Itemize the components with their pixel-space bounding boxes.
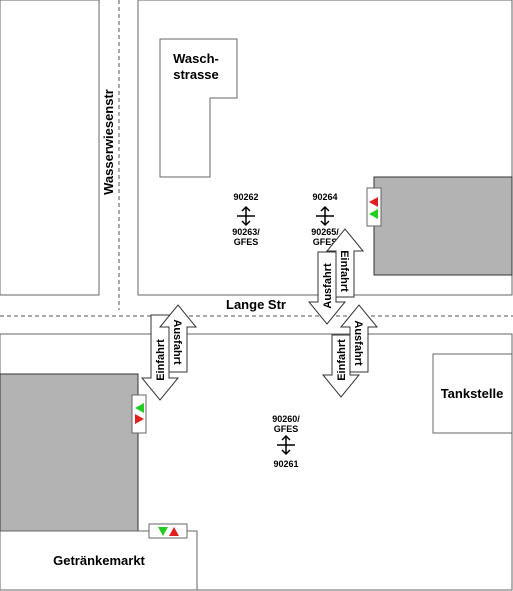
gas-station-label: Tankstelle bbox=[441, 386, 504, 401]
traffic-signal-icon bbox=[366, 187, 382, 227]
exit-arrow-lower-label: Ausfahrt bbox=[352, 320, 364, 366]
sensor-90265-label-line1: 90265/ bbox=[311, 227, 339, 237]
block-top-left bbox=[0, 0, 100, 296]
traffic-signal-icon bbox=[148, 523, 188, 539]
sensor-90263-label-line1: 90263/ bbox=[232, 227, 260, 237]
building-left bbox=[0, 373, 139, 532]
wash-label-line1: Wasch- bbox=[173, 51, 219, 66]
sensor-90263-label-line2: GFES bbox=[234, 237, 259, 247]
beverage-store-label: Getränkemarkt bbox=[53, 553, 145, 568]
exit-arrow-lower bbox=[339, 304, 379, 373]
bidirectional-arrow-icon bbox=[277, 434, 295, 456]
sensor-90260-label-line1: 90260/ bbox=[272, 414, 300, 424]
bidirectional-arrow-icon bbox=[316, 205, 334, 227]
bidirectional-arrow-icon bbox=[237, 205, 255, 227]
sensor-90260-label-line2: GFES bbox=[274, 424, 299, 434]
wash-building bbox=[159, 38, 238, 178]
sensor-90262-label: 90262 bbox=[233, 192, 258, 202]
street-label-vertical: Wasserwiesenstr bbox=[101, 89, 116, 195]
sensor-90265-label-line2: GFES bbox=[313, 237, 338, 247]
traffic-signal-icon bbox=[131, 394, 147, 434]
entrance-arrow-upper-label: Einfahrt bbox=[338, 250, 350, 292]
sensor-90264-label: 90264 bbox=[312, 192, 337, 202]
entrance-arrow-left-label: Einfahrt bbox=[155, 339, 167, 381]
entrance-arrow-lower-label: Einfahrt bbox=[336, 339, 348, 381]
wash-label-line2: strasse bbox=[173, 67, 219, 82]
beverage-store-box bbox=[0, 530, 198, 591]
gas-station-box bbox=[432, 353, 513, 434]
entrance-arrow-upper bbox=[325, 228, 365, 298]
exit-arrow-left bbox=[158, 304, 198, 373]
sensor-90261-label: 90261 bbox=[273, 459, 298, 469]
street-label-horizontal: Lange Str bbox=[226, 297, 286, 312]
exit-arrow-left-label: Ausfahrt bbox=[171, 319, 183, 365]
building-right bbox=[373, 176, 513, 276]
exit-arrow-upper-label: Ausfahrt bbox=[322, 263, 334, 309]
